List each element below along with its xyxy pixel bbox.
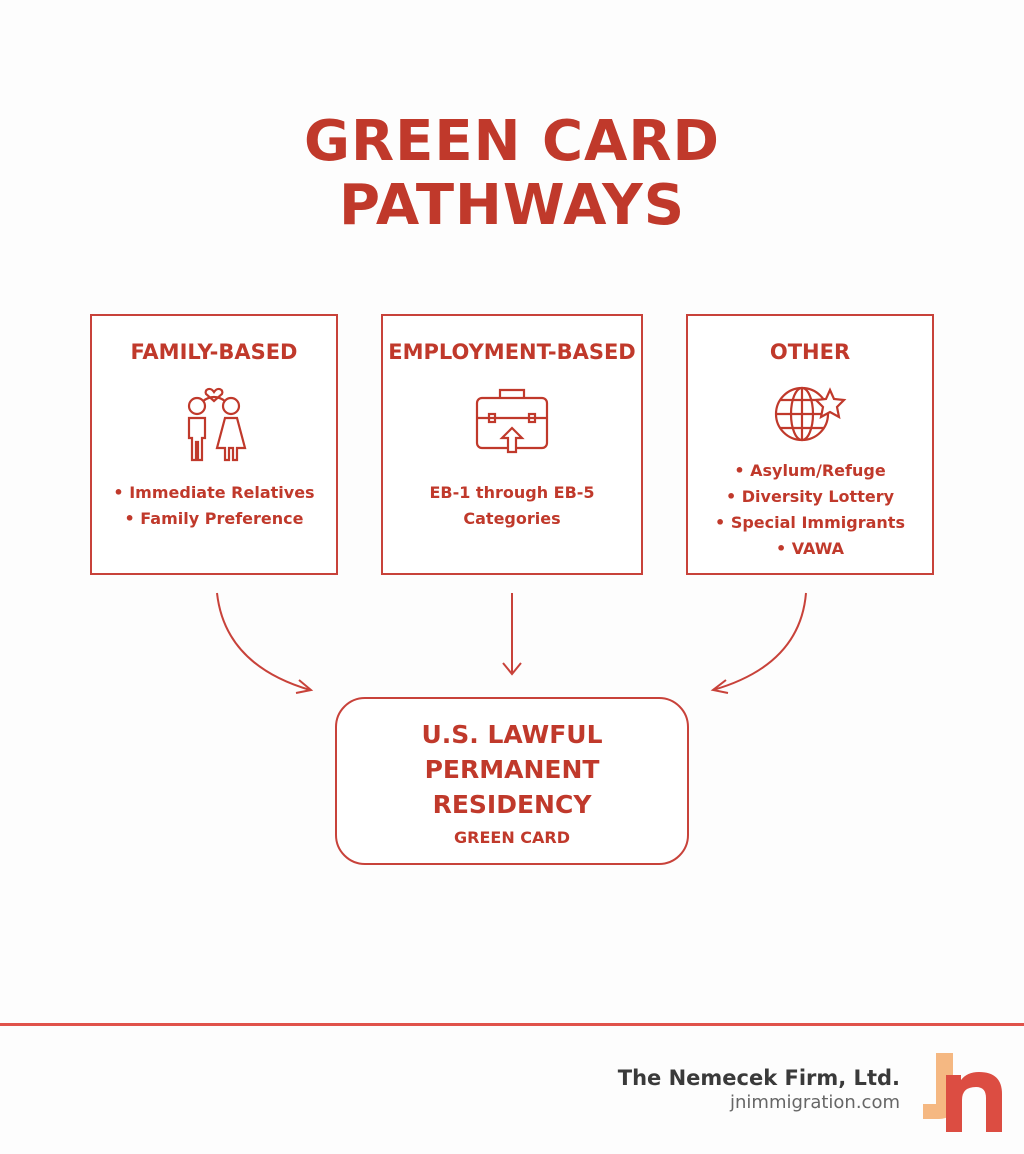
- arrow-other: [712, 592, 807, 691]
- target-line: RESIDENCY: [432, 790, 592, 819]
- target-line: PERMANENT: [424, 755, 600, 784]
- arrow-family: [216, 592, 311, 691]
- list-item: • Immediate Relatives: [113, 483, 315, 502]
- briefcase-upload-icon: [475, 388, 549, 454]
- family-couple-icon: [187, 387, 247, 462]
- list-item: EB-1 through EB-5: [429, 483, 595, 502]
- card-heading: OTHER: [769, 340, 851, 364]
- firm-logo: [923, 1053, 1002, 1132]
- title-line: PATHWAYS: [338, 173, 686, 238]
- permanent-residency-box: U.S. LAWFUL PERMANENT RESIDENCY GREEN CA…: [335, 697, 689, 865]
- list-item: • Asylum/Refuge: [734, 461, 886, 480]
- list-item: • Family Preference: [124, 509, 304, 528]
- title-line: GREEN CARD: [304, 109, 720, 174]
- card-family-based: FAMILY-BASED • Immediate Relatives • Fam…: [90, 314, 338, 575]
- firm-name: The Nemecek Firm, Ltd.: [617, 1066, 900, 1090]
- card-other: OTHER • Asylum/Refuge • Diversity Lotter…: [686, 314, 934, 575]
- list-item: • VAWA: [775, 539, 845, 558]
- firm-info: The Nemecek Firm, Ltd. jnimmigration.com: [618, 1066, 900, 1113]
- firm-url: jnimmigration.com: [730, 1092, 900, 1113]
- target-line: U.S. LAWFUL: [421, 720, 603, 749]
- globe-star-icon: [774, 386, 847, 442]
- list-item: Categories: [463, 509, 561, 528]
- footer-divider: [0, 1023, 1024, 1026]
- card-heading: EMPLOYMENT-BASED: [388, 340, 636, 364]
- page-title: GREEN CARD PATHWAYS: [0, 110, 1024, 238]
- target-subtitle: GREEN CARD: [454, 828, 570, 847]
- card-employment-based: EMPLOYMENT-BASED EB-1 through EB-5 Categ…: [381, 314, 643, 575]
- card-heading: FAMILY-BASED: [130, 340, 298, 364]
- list-item: • Diversity Lottery: [725, 487, 895, 506]
- list-item: • Special Immigrants: [715, 513, 905, 532]
